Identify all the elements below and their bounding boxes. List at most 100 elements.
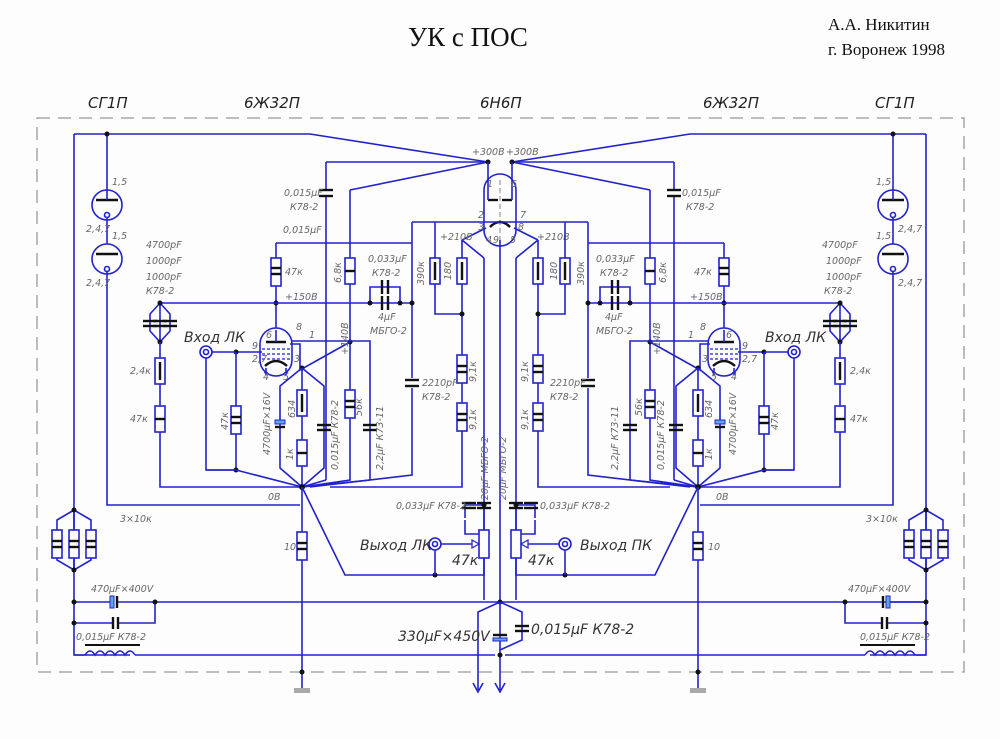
resistor-label: 3×10к <box>866 514 898 525</box>
pin-label: 2 <box>478 210 484 221</box>
capacitor-label: К78-2 <box>372 268 400 279</box>
capacitor-label-feedback-left: К78-2 <box>290 202 318 213</box>
capacitor-label: 0,015µF <box>283 225 322 236</box>
resistor-label: 9,1к <box>520 409 531 430</box>
capacitor-label: 0,033µF К78-2 <box>540 501 610 512</box>
pin-label: 1 <box>309 330 315 341</box>
ground-icon <box>690 688 706 693</box>
inductor-icon <box>84 650 136 657</box>
pin-label: 6 <box>266 330 272 341</box>
resistor-label: 390к <box>576 261 587 285</box>
pin-label: 4 <box>263 372 269 383</box>
pin-label: 2,4,7 <box>898 224 922 235</box>
capacitor-label: К78-2 <box>600 268 628 279</box>
pin-label: 2,4,7 <box>86 278 110 289</box>
tube-label-right-pentode: 6Ж32П <box>703 94 759 112</box>
potentiometer-label: 47к <box>452 553 479 569</box>
divider-right <box>532 222 691 488</box>
pin-label: 5 <box>283 372 289 383</box>
resistor-label: 6,8к <box>333 262 344 283</box>
power-supply <box>51 507 949 694</box>
pin-label: 4 <box>731 372 737 383</box>
pin-label: 1,5 <box>112 231 127 242</box>
capacitor-label: 2,2µF К73-11 <box>375 406 386 470</box>
capacitor-label: К78-2 <box>550 392 578 403</box>
tube-label-left-stabilizer: СГ1П <box>88 94 128 112</box>
pin-label: 2,7 <box>742 354 757 365</box>
potentiometer-right[interactable] <box>510 529 522 559</box>
capacitor-label: 0,015µF К78-2 <box>656 400 667 470</box>
capacitor-label: 20µF МБГО-2 <box>480 436 491 500</box>
pentode-right <box>565 162 857 693</box>
voltage-ground-left: 0В <box>268 492 281 503</box>
capacitor-label: 4µF <box>605 312 623 323</box>
resistor-label: 634 <box>704 400 715 418</box>
pin-label: 1,5 <box>112 177 127 188</box>
voltage-b-plus-left: +300В <box>472 147 505 158</box>
capacitor-label: 4700µF×16V <box>262 391 273 455</box>
stabilizer-left <box>91 185 300 506</box>
resistor-label: 180 <box>549 262 560 280</box>
resistor-label: 180 <box>443 262 454 280</box>
resistor-label: 10 <box>284 542 296 553</box>
pin-label: 9 <box>742 341 748 352</box>
capacitor-group-label: 1000pF <box>826 272 862 283</box>
capacitor-group-label: 4700pF <box>822 240 858 251</box>
pin-label: 2,4,7 <box>898 278 922 289</box>
inductor-icon <box>864 650 916 657</box>
capacitor-group-label: 1000pF <box>146 272 182 283</box>
resistor-label: 56к <box>354 398 365 416</box>
pin-label: 9 <box>252 341 258 352</box>
capacitor-label-main-film: 0,015µF К78-2 <box>531 622 634 638</box>
tube-label-left-pentode: 6Ж32П <box>244 94 300 112</box>
capacitor-label: 0,033µF <box>368 254 407 265</box>
pin-label: 9 <box>493 235 499 246</box>
stabilizer-right <box>700 185 909 506</box>
capacitor-label: МБГО-2 <box>596 326 633 337</box>
resistor-label: 47к <box>285 267 303 278</box>
resistor-label: 47к <box>850 414 868 425</box>
capacitor-label: 0,015µF К78-2 <box>860 632 930 643</box>
divider-left <box>309 222 468 488</box>
input-left-label: Вход ЛК <box>184 330 246 346</box>
resistor-label: 56к <box>634 398 645 416</box>
capacitor-label-feedback-left: 0,015µF <box>284 188 323 199</box>
resistor-label: 47к <box>770 412 781 430</box>
tube-label-center-triode: 6Н6П <box>480 94 522 112</box>
author-name: А.А. Никитин <box>828 15 930 34</box>
capacitor-label-feedback-right: 0,015µF <box>682 188 721 199</box>
capacitor-label: 4µF <box>378 312 396 323</box>
pin-label: 4 <box>486 235 492 246</box>
capacitor-group-label: К78-2 <box>146 286 174 297</box>
pin-label: 3 <box>702 354 708 365</box>
capacitor-label: 4700µF×16V <box>728 391 739 455</box>
capacitor-label: 2,2µF К73-11 <box>610 406 621 470</box>
pin-label: 8 <box>518 222 524 233</box>
pin-label: 7 <box>520 210 526 221</box>
triode-envelope-icon <box>483 173 517 247</box>
capacitor-label: К78-2 <box>422 392 450 403</box>
author-block: А.А. Никитин г. Воронеж 1998 <box>828 12 945 62</box>
resistor-label: 47к <box>220 412 231 430</box>
potentiometer-left[interactable] <box>478 529 490 559</box>
pin-label: 3 <box>294 354 300 365</box>
pin-label: 2,4,7 <box>86 224 110 235</box>
potentiometer-label: 47к <box>528 553 555 569</box>
capacitor-label: 0,015µF К78-2 <box>330 400 341 470</box>
capacitor-label-feedback-right: К78-2 <box>686 202 714 213</box>
voltage-cathode-left: +210В <box>440 232 473 243</box>
pin-label: 1,5 <box>876 177 891 188</box>
resistor-label: 2,4к <box>850 366 871 377</box>
resistor-label: 2,4к <box>130 366 151 377</box>
pentode-left <box>143 162 435 693</box>
resistor-label: 1к <box>704 448 715 460</box>
resistor-label: 1к <box>285 448 296 460</box>
pin-label: 8 <box>296 322 302 333</box>
capacitor-label: 0,015µF К78-2 <box>76 632 146 643</box>
pin-label: 3 <box>478 222 484 233</box>
pin-label: 8 <box>700 322 706 333</box>
voltage-screen-right: +140В <box>652 322 663 355</box>
resistor-label: 9,1к <box>468 409 479 430</box>
resistor-label: 9,1к <box>520 361 531 382</box>
